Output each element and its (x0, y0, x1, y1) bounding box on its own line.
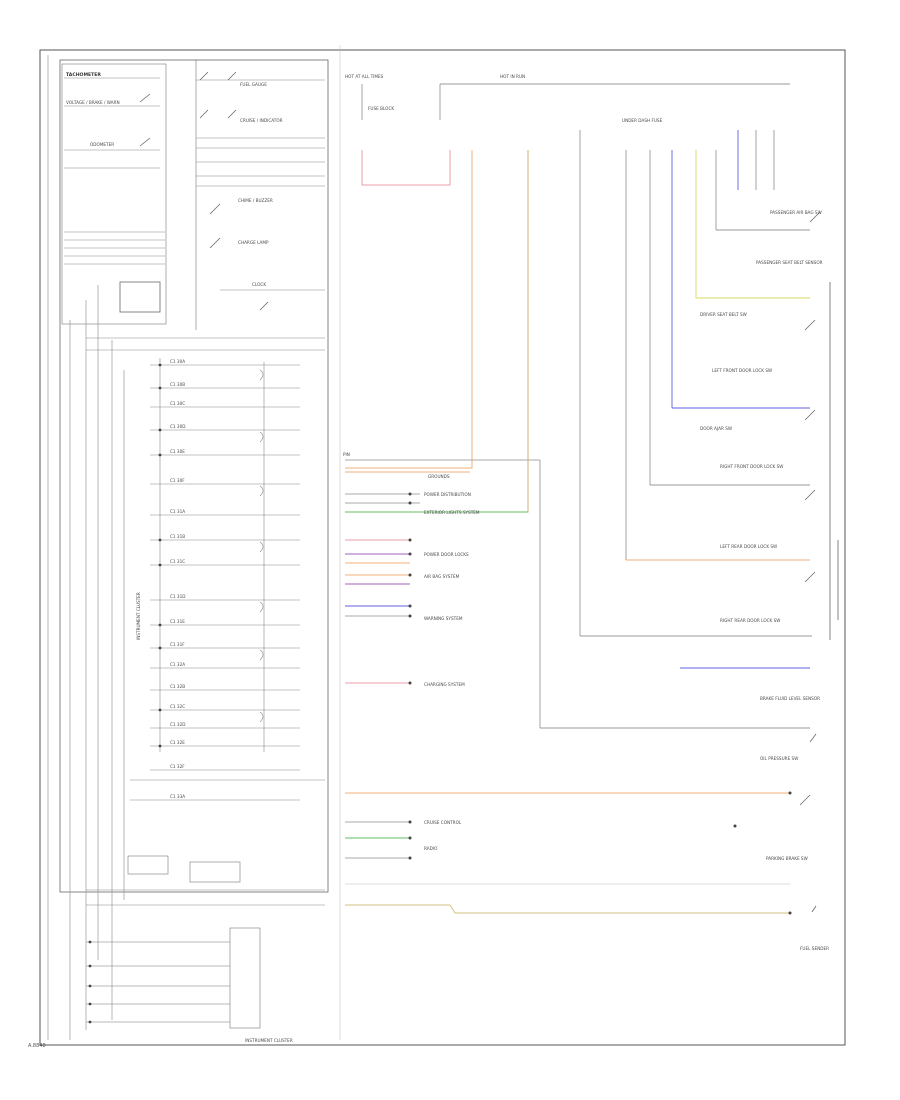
pin-label: C1 31D (170, 594, 185, 599)
cluster-vertical-label: INSTRUMENT CLUSTER (136, 592, 141, 640)
bottom-cluster-label: INSTRUMENT CLUSTER (245, 1038, 293, 1043)
pin-label: C1 33A (170, 794, 185, 799)
left-item-label: CHIME / BUZZER (238, 198, 273, 203)
mid-system-label: CRUISE CONTROL (424, 820, 462, 825)
mid-system-label: GROUNDS (428, 474, 450, 479)
left-item-label: ODOMETER (90, 142, 114, 147)
left-item-label: CHARGE LAMP (238, 240, 269, 245)
cluster-top-rows (64, 77, 325, 351)
mid-system-label: POWER DISTRIBUTION (424, 492, 471, 497)
pin-label: C1 30D (170, 424, 185, 429)
right-switch-symbols (799, 211, 839, 913)
mid-system-label: RADIO (424, 846, 438, 851)
left-item-label: CRUISE / INDICATOR (240, 118, 283, 123)
right-section-wires (339, 45, 812, 1040)
right-component-label: PASSENGER SEAT BELT SENSOR (756, 260, 823, 265)
mid-system-label: AIR BAG SYSTEM (424, 574, 460, 579)
pin-label: C1 30C (170, 401, 185, 406)
right-component-label: LEFT REAR DOOR LOCK SW (720, 544, 777, 549)
pin-label: C1 32A (170, 662, 185, 667)
connector-dots (88, 363, 792, 1024)
pin-label: C1 30B (170, 382, 185, 387)
top-power-label: FUSE BLOCK (368, 106, 394, 111)
pin-label: C1 31E (170, 619, 185, 624)
cluster-pin-rows (86, 358, 325, 906)
right-component-label: RIGHT FRONT DOOR LOCK SW (720, 464, 783, 469)
mid-system-label: CHARGING SYSTEM (424, 682, 465, 687)
pin-label: C1 32B (170, 684, 185, 689)
pin-label: C1 30F (170, 478, 185, 483)
left-item-label: TACHOMETER (66, 72, 101, 78)
left-item-label: VOLTAGE / BRAKE / WARN (66, 100, 120, 105)
pin-label: C1 31B (170, 534, 185, 539)
mid-system-label: POWER DOOR LOCKS (424, 552, 469, 557)
pin-header: PIN (343, 452, 350, 457)
right-component-label: LEFT FRONT DOOR LOCK SW (712, 368, 772, 373)
top-power-label: HOT IN RUN (500, 74, 525, 79)
mid-system-label: EXTERIOR LIGHTS SYSTEM (424, 510, 480, 515)
pin-label: C1 32F (170, 764, 185, 769)
top-power-label: UNDER DASH FUSE (622, 118, 663, 123)
right-component-label: OIL PRESSURE SW (760, 756, 798, 761)
pin-label: C1 30A (170, 359, 185, 364)
cluster-top-box (61, 63, 167, 325)
pin-label: C1 31F (170, 642, 185, 647)
left-item-label: CLOCK (252, 282, 266, 287)
cluster-box (59, 59, 329, 893)
left-bus-lines (47, 55, 125, 1040)
pin-label: C1 31C (170, 559, 185, 564)
right-component-label: PARKING BRAKE SW (766, 856, 808, 861)
right-component-label: DRIVER SEAT BELT SW (700, 312, 747, 317)
cluster-bottom-items (86, 855, 261, 1029)
top-power-label: HOT AT ALL TIMES (345, 74, 384, 79)
switch-contacts (119, 71, 269, 313)
right-component-label: FUEL SENDER (800, 946, 829, 951)
right-component-label: BRAKE FLUID LEVEL SENSOR (760, 696, 820, 701)
left-item-label: FUEL GAUGE (240, 82, 267, 87)
right-component-label: RIGHT REAR DOOR LOCK SW (720, 618, 780, 623)
mid-system-label: WARNING SYSTEM (424, 616, 463, 621)
diagram-id: A.8848 (28, 1043, 46, 1049)
pin-label: C1 32C (170, 704, 185, 709)
diagram-frame (39, 49, 846, 1046)
pin-label: C1 31A (170, 509, 185, 514)
pin-label: C1 30E (170, 449, 185, 454)
pin-label: C1 32E (170, 740, 185, 745)
right-component-label: DOOR AJAR SW (700, 426, 732, 431)
pin-label: C1 32D (170, 722, 185, 727)
right-component-label: PASSENGER AIR BAG SW (770, 210, 822, 215)
